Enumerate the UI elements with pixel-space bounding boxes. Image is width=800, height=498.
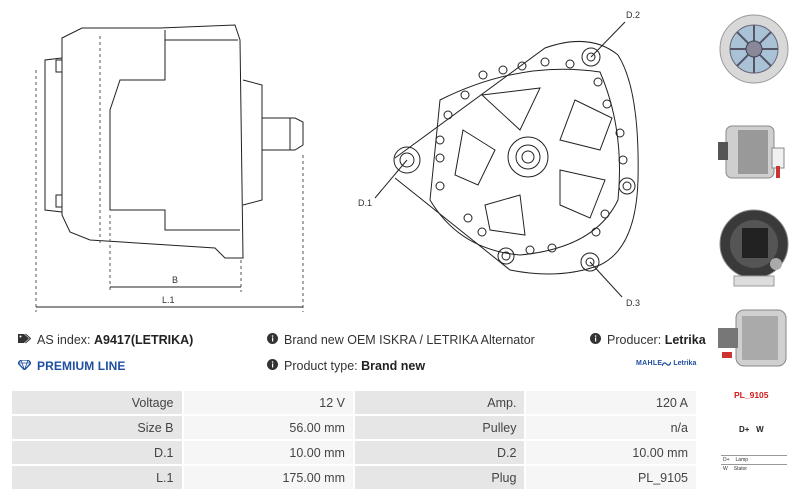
label-d2: D.2 (626, 10, 640, 20)
product-type-value: Brand new (361, 359, 426, 373)
info-icon (590, 333, 601, 347)
spec-label: Voltage (12, 391, 182, 414)
label-l1: L.1 (162, 295, 175, 305)
spec-value: 56.00 mm (183, 416, 353, 439)
producer-row: Producer: Letrika (590, 333, 706, 347)
plug-code: PL_9105 (734, 390, 769, 400)
producer-label: Producer: (607, 333, 662, 347)
label-d3: D.3 (626, 298, 640, 308)
technical-drawing: D.2 D.1 D.3 B L.1 (35, 10, 640, 312)
spec-label: L.1 (12, 466, 182, 489)
label-b: B (172, 275, 178, 285)
spec-label: Pulley (354, 416, 525, 439)
plug-terminals: D+ W (739, 425, 764, 434)
housing-outline (61, 24, 244, 259)
table-row: Voltage 12 V Amp. 120 A (12, 391, 696, 414)
list-item: D+Lamp (721, 455, 787, 464)
description-text: Brand new OEM ISKRA / LETRIKA Alternator (284, 333, 535, 347)
spec-value: 175.00 mm (183, 466, 353, 489)
thumbnail-rear[interactable] (714, 202, 794, 292)
spec-label: D.1 (12, 441, 182, 464)
as-index-value: A9417(LETRIKA) (94, 333, 194, 347)
spec-value: PL_9105 (526, 466, 696, 489)
spec-label: Amp. (354, 391, 525, 414)
table-row: D.1 10.00 mm D.2 10.00 mm (12, 441, 696, 464)
product-type-label: Product type: (284, 359, 358, 373)
specs-table: Voltage 12 V Amp. 120 A Size B 56.00 mm … (10, 389, 698, 491)
as-index-label: AS index: (37, 333, 91, 347)
spec-label: Size B (12, 416, 182, 439)
product-type-row: Product type: Brand new (267, 359, 425, 373)
premium-line-text: PREMIUM LINE (37, 359, 126, 373)
spec-value: 10.00 mm (526, 441, 696, 464)
spec-value: 10.00 mm (183, 441, 353, 464)
table-row: Size B 56.00 mm Pulley n/a (12, 416, 696, 439)
mahle-letrika-logo: MAHLE Letrika (636, 360, 697, 367)
thumbnail-side[interactable] (714, 108, 794, 198)
premium-line-badge: PREMIUM LINE (17, 359, 126, 373)
label-d1: D.1 (358, 198, 372, 208)
spec-label: Plug (354, 466, 525, 489)
tag-icon (18, 333, 32, 347)
thumbnail-front[interactable] (714, 4, 794, 94)
spec-value: 120 A (526, 391, 696, 414)
producer-value: Letrika (664, 333, 706, 347)
spec-value: 12 V (183, 391, 353, 414)
diamond-icon (17, 359, 32, 373)
table-row: L.1 175.00 mm Plug PL_9105 (12, 466, 696, 489)
product-thumbnails (706, 0, 800, 498)
spec-value: n/a (526, 416, 696, 439)
as-index-row: AS index: A9417(LETRIKA) (18, 333, 193, 347)
thumbnail-angle[interactable] (714, 296, 794, 386)
info-icon (267, 333, 278, 347)
description-row: Brand new OEM ISKRA / LETRIKA Alternator (267, 333, 535, 347)
alternator-drawing-svg: D.2 D.1 D.3 B L.1 (35, 10, 640, 312)
wave-icon (662, 361, 672, 366)
info-icon (267, 359, 278, 373)
spec-label: D.2 (354, 441, 525, 464)
